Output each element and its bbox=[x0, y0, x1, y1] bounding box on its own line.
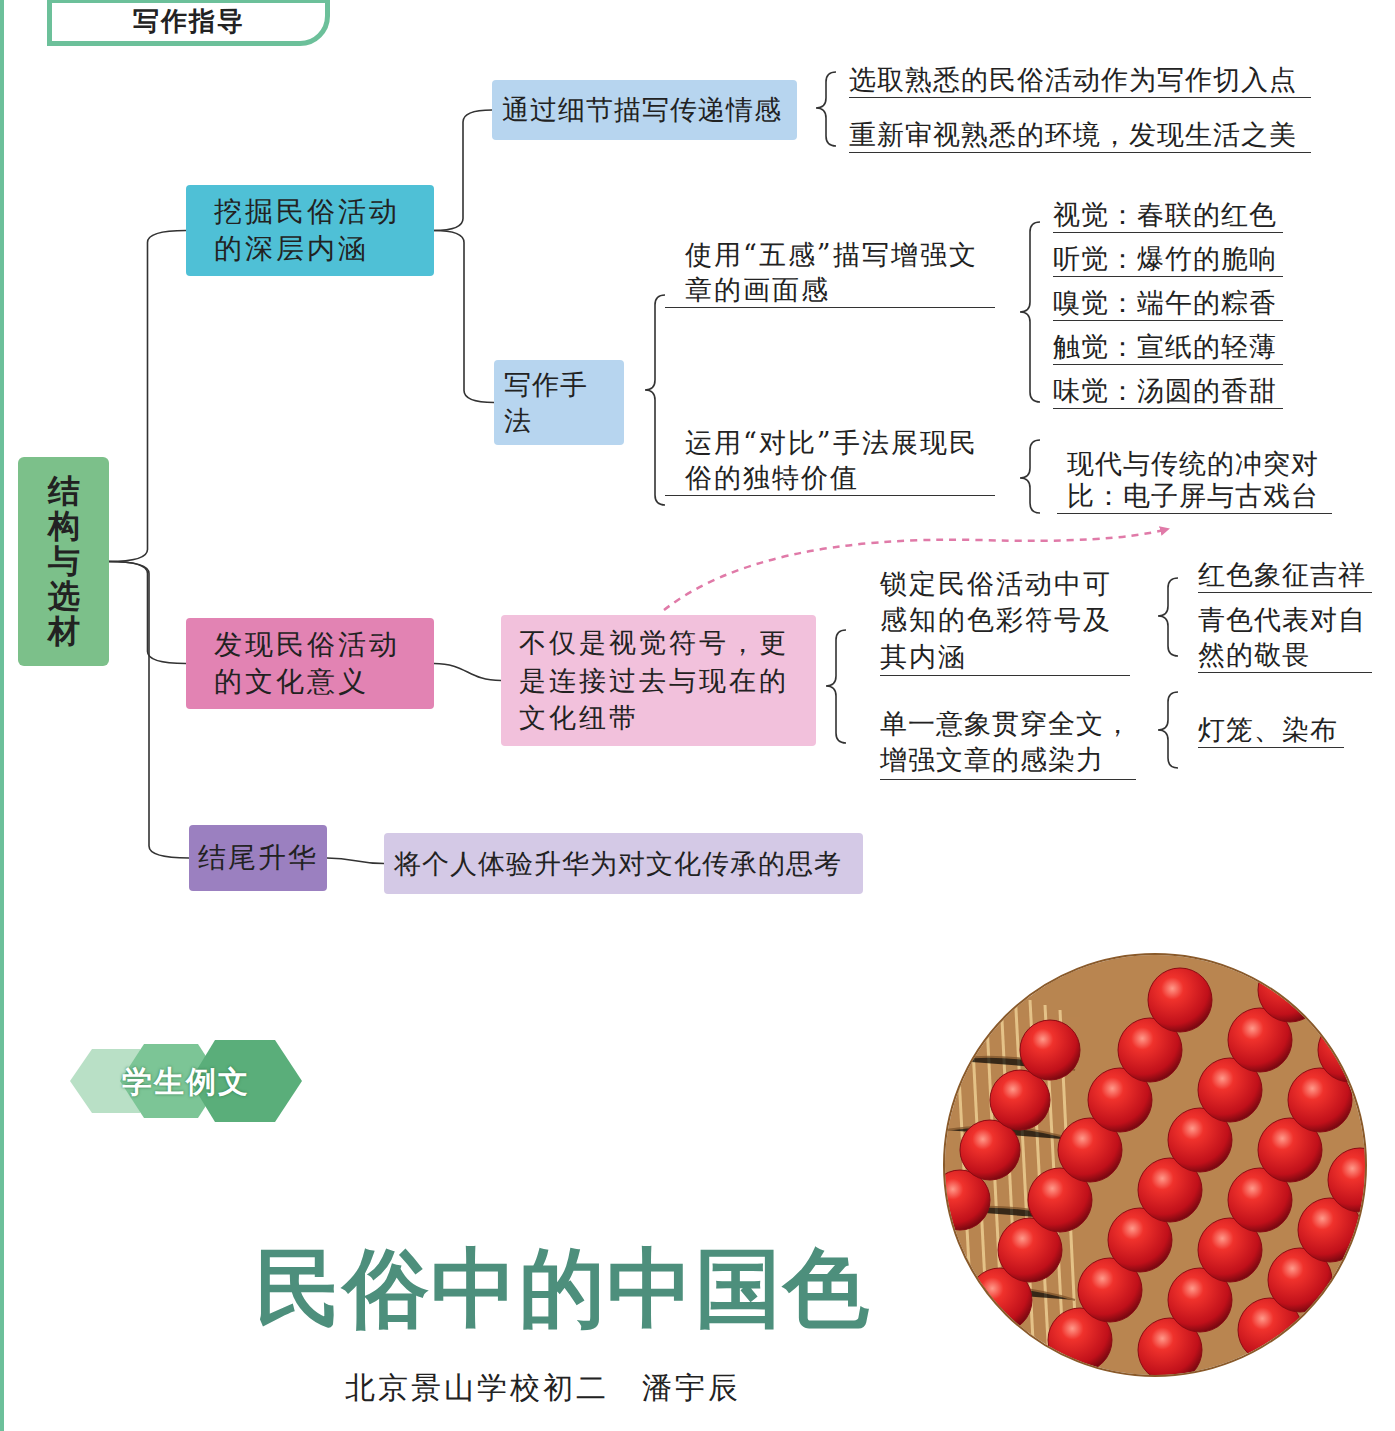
underlined-note: 嗅觉：端午的粽香 bbox=[1053, 285, 1283, 321]
underlined-note: 触觉：宣纸的轻薄 bbox=[1053, 329, 1283, 365]
underlined-note: 使用“五感”描写增强文章的画面感 bbox=[665, 237, 995, 308]
sub-box: 不仅是视觉符号，更是连接过去与现在的文化纽带 bbox=[501, 615, 816, 746]
underlined-note: 味觉：汤圆的香甜 bbox=[1053, 373, 1283, 409]
badge-hexagon: 学生例文 bbox=[70, 1040, 302, 1122]
node-text: 不仅是视觉符号，更是连接过去与现在的文化纽带 bbox=[519, 624, 798, 737]
brace bbox=[816, 72, 836, 146]
brace-connector bbox=[109, 562, 189, 859]
node-text: 结构与选材 bbox=[48, 474, 80, 650]
node-text: 写作指导 bbox=[133, 5, 245, 39]
brace-connector bbox=[434, 231, 494, 403]
tanghulu-illustration bbox=[930, 950, 1392, 1382]
underlined-note: 现代与传统的冲突对比：电子屏与古戏台 bbox=[1057, 448, 1332, 514]
branch-box: 结尾升华 bbox=[189, 825, 327, 891]
underlined-note: 锁定民俗活动中可感知的色彩符号及其内涵 bbox=[880, 566, 1130, 676]
node-text: 结尾升华 bbox=[198, 840, 318, 876]
brace bbox=[1020, 222, 1040, 402]
brace bbox=[645, 295, 665, 505]
brace-connector bbox=[109, 562, 186, 664]
brace-connector bbox=[327, 858, 384, 864]
illustration-frame bbox=[944, 954, 1366, 1376]
brace bbox=[1158, 692, 1178, 768]
sub-box: 写作手法 bbox=[494, 360, 624, 445]
article-title: 民俗中的中国色 bbox=[255, 1232, 895, 1344]
underlined-note: 运用“对比”手法展现民俗的独特价值 bbox=[665, 425, 995, 496]
node-text: 学生例文 bbox=[122, 1062, 250, 1101]
underlined-note: 听觉：爆竹的脆响 bbox=[1053, 241, 1283, 277]
node-text: 将个人体验升华为对文化传承的思考 bbox=[394, 846, 842, 881]
node-text: 发现民俗活动的文化意义 bbox=[214, 627, 406, 700]
brace bbox=[1158, 578, 1178, 656]
node-text: 写作手法 bbox=[504, 367, 614, 437]
node-text: 通过细节描写传递情感 bbox=[502, 92, 782, 127]
underlined-note: 灯笼、染布 bbox=[1198, 712, 1344, 748]
underlined-note: 青色代表对自然的敬畏 bbox=[1198, 602, 1372, 673]
node-text: 挖掘民俗活动的深层内涵 bbox=[214, 194, 406, 267]
brace-connector bbox=[434, 110, 492, 231]
header-tab: 写作指导 bbox=[47, 0, 330, 46]
underlined-note: 单一意象贯穿全文，增强文章的感染力 bbox=[880, 706, 1136, 780]
underlined-note: 红色象征吉祥 bbox=[1198, 557, 1372, 593]
page-border bbox=[0, 0, 4, 1431]
underlined-note: 重新审视熟悉的环境，发现生活之美 bbox=[849, 117, 1311, 153]
brace bbox=[1020, 440, 1040, 513]
author-line: 北京景山学校初二 潘宇辰 bbox=[345, 1368, 815, 1407]
brace-connector bbox=[109, 231, 186, 562]
brace bbox=[826, 630, 846, 743]
branch-box: 发现民俗活动的文化意义 bbox=[186, 618, 434, 709]
root-box: 结构与选材 bbox=[18, 457, 109, 666]
sub-box: 通过细节描写传递情感 bbox=[492, 80, 797, 140]
branch-box: 挖掘民俗活动的深层内涵 bbox=[186, 185, 434, 276]
underlined-note: 选取熟悉的民俗活动作为写作切入点 bbox=[849, 62, 1311, 98]
underlined-note: 视觉：春联的红色 bbox=[1053, 197, 1283, 233]
brace-connector bbox=[434, 664, 501, 681]
sub-box: 将个人体验升华为对文化传承的思考 bbox=[384, 833, 863, 894]
